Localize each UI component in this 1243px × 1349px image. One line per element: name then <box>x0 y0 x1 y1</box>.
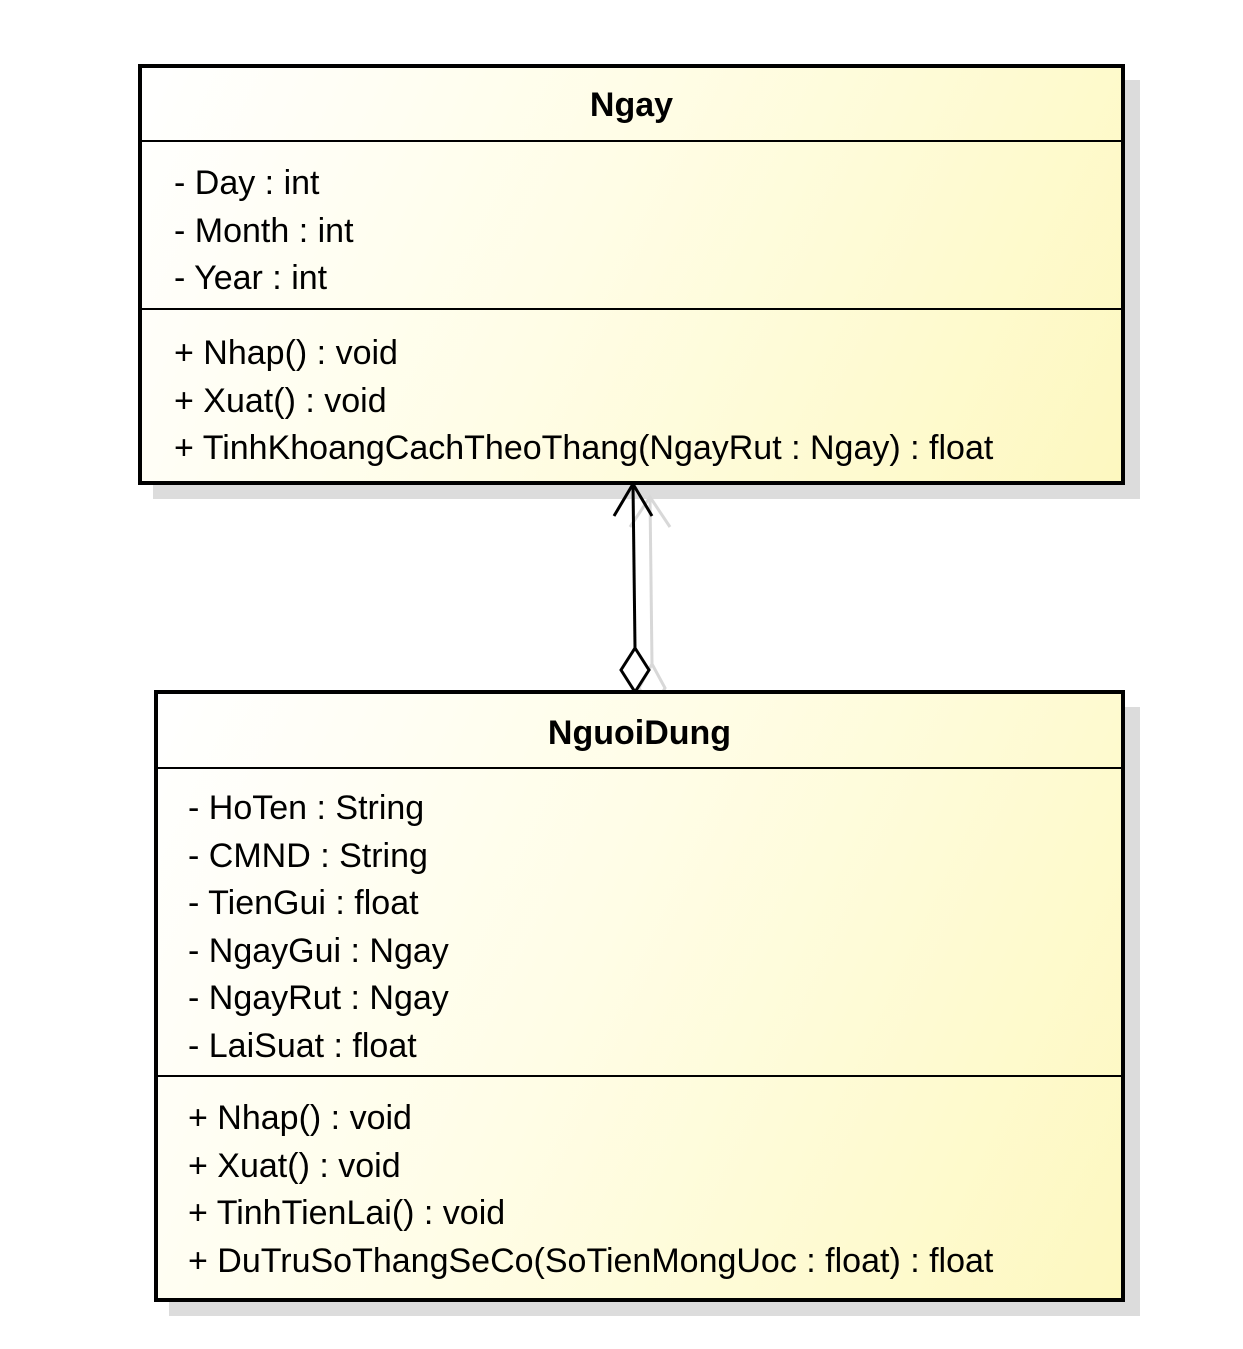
attribute-cmnd: - CMND : String <box>188 836 428 875</box>
class-name-ngay: Ngay <box>142 68 1121 142</box>
attribute-ngayrut: - NgayRut : Ngay <box>188 979 449 1017</box>
operation-xuat: + Xuat() : void <box>174 381 387 420</box>
attributes-compartment-nguoidung: - HoTen : String - CMND : String - TienG… <box>158 769 1121 1077</box>
attribute-day: - Day : int <box>174 164 320 202</box>
attribute-ngaygui: - NgayGui : Ngay <box>188 931 449 970</box>
attribute-month: - Month : int <box>174 211 354 250</box>
class-ngay[interactable]: Ngay - Day : int - Month : int - Year : … <box>138 64 1125 485</box>
attribute-laisuat: - LaiSuat : float <box>188 1026 417 1065</box>
attributes-compartment-ngay: - Day : int - Month : int - Year : int <box>142 142 1121 310</box>
operations-compartment-ngay: + Nhap() : void + Xuat() : void + TinhKh… <box>142 310 1121 473</box>
class-name-nguoidung: NguoiDung <box>158 694 1121 769</box>
aggregation-diamond-icon <box>619 645 651 695</box>
class-nguoidung[interactable]: NguoiDung - HoTen : String - CMND : Stri… <box>154 690 1125 1302</box>
operation-nhap: + Nhap() : void <box>188 1099 412 1137</box>
attribute-hoten: - HoTen : String <box>188 789 425 827</box>
operation-du-tru-so-thang-se-co: + DuTruSoThangSeCo(SoTienMongUoc : float… <box>188 1241 994 1280</box>
operations-compartment-nguoidung: + Nhap() : void + Xuat() : void + TinhTi… <box>158 1077 1121 1285</box>
operation-tinh-tien-lai: + TinhTienLai() : void <box>188 1194 506 1232</box>
connector-line <box>631 483 637 649</box>
operation-xuat: + Xuat() : void <box>188 1146 401 1185</box>
operation-nhap: + Nhap() : void <box>174 334 398 372</box>
operation-tinh-khoang-cach-theo-thang: + TinhKhoangCachTheoThang(NgayRut : Ngay… <box>174 429 994 467</box>
connector-shadow <box>628 494 672 713</box>
attribute-tiengui: - TienGui : float <box>188 884 419 922</box>
attribute-year: - Year : int <box>174 259 328 297</box>
